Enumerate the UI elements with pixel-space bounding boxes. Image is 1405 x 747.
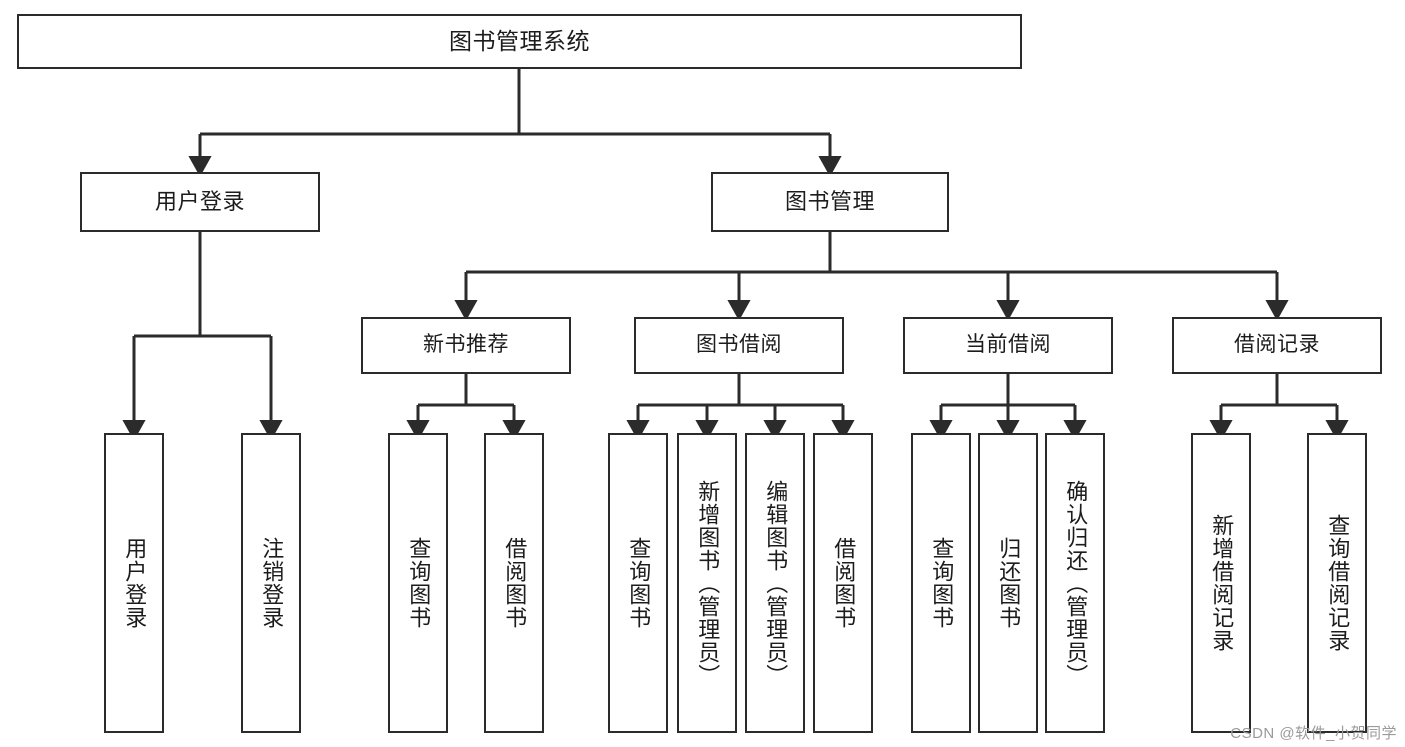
node-current-borrow-label: 当前借阅	[965, 333, 1051, 357]
node-current-borrow[interactable]: 当前借阅	[903, 317, 1113, 374]
node-book-management[interactable]: 图书管理	[711, 172, 949, 232]
node-user-login-label: 用户登录	[154, 189, 245, 215]
node-book-borrow-label: 图书借阅	[696, 333, 782, 357]
node-leaf-user-login[interactable]: 用户登录	[104, 433, 164, 733]
node-leaf-confirm-return-label: 确认归还（管理员）	[1063, 479, 1089, 687]
node-leaf-user-login-label: 用户登录	[122, 537, 148, 629]
node-leaf-query-record[interactable]: 查询借阅记录	[1307, 433, 1367, 733]
node-leaf-user-logout[interactable]: 注销登录	[241, 433, 301, 733]
node-leaf-add-book[interactable]: 新增图书（管理员）	[677, 433, 737, 733]
node-leaf-query-book-1-label: 查询图书	[406, 537, 432, 629]
node-leaf-return-book[interactable]: 归还图书	[978, 433, 1038, 733]
node-leaf-query-book-1[interactable]: 查询图书	[388, 433, 448, 733]
node-root-system[interactable]: 图书管理系统	[17, 14, 1022, 69]
node-user-login[interactable]: 用户登录	[80, 172, 320, 232]
node-leaf-borrow-book-2[interactable]: 借阅图书	[813, 433, 873, 733]
node-leaf-borrow-book-2-label: 借阅图书	[831, 537, 857, 629]
node-leaf-query-book-3-label: 查询图书	[929, 537, 955, 629]
node-borrow-record-label: 借阅记录	[1234, 333, 1320, 357]
node-new-book-recommend-label: 新书推荐	[423, 333, 509, 357]
node-book-management-label: 图书管理	[784, 189, 875, 215]
node-leaf-add-record-label: 新增借阅记录	[1209, 514, 1235, 652]
node-leaf-edit-book-label: 编辑图书（管理员）	[763, 479, 789, 687]
node-leaf-confirm-return[interactable]: 确认归还（管理员）	[1045, 433, 1105, 733]
node-book-borrow[interactable]: 图书借阅	[634, 317, 844, 374]
node-leaf-borrow-book-1[interactable]: 借阅图书	[484, 433, 544, 733]
node-leaf-query-book-3[interactable]: 查询图书	[911, 433, 971, 733]
node-new-book-recommend[interactable]: 新书推荐	[361, 317, 571, 374]
node-borrow-record[interactable]: 借阅记录	[1172, 317, 1382, 374]
node-leaf-add-record[interactable]: 新增借阅记录	[1191, 433, 1251, 733]
node-leaf-borrow-book-1-label: 借阅图书	[502, 537, 528, 629]
node-leaf-user-logout-label: 注销登录	[259, 537, 285, 629]
node-leaf-query-book-2[interactable]: 查询图书	[608, 433, 668, 733]
node-leaf-query-record-label: 查询借阅记录	[1325, 514, 1351, 652]
node-root-system-label: 图书管理系统	[449, 27, 590, 54]
watermark-text: CSDN @软件_小贺同学	[1230, 725, 1397, 742]
node-leaf-edit-book[interactable]: 编辑图书（管理员）	[745, 433, 805, 733]
node-leaf-return-book-label: 归还图书	[996, 537, 1022, 629]
node-leaf-query-book-2-label: 查询图书	[626, 537, 652, 629]
node-leaf-add-book-label: 新增图书（管理员）	[695, 479, 721, 687]
